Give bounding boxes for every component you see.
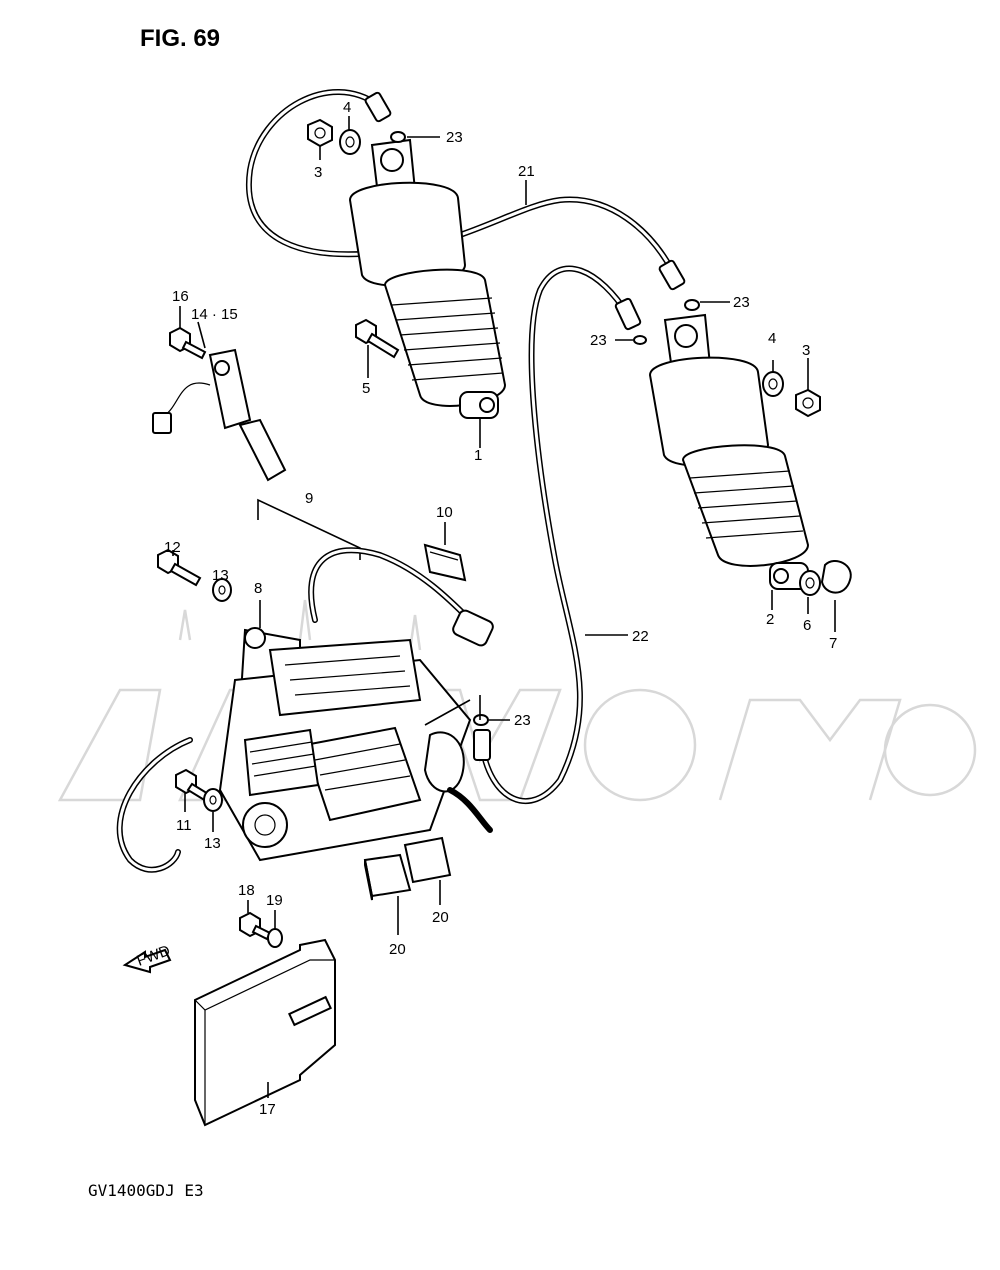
callout-12: 12	[164, 539, 181, 556]
air-compressor-assembly	[116, 498, 494, 873]
callout-14-15: 14 · 15	[191, 306, 238, 323]
watermark-logo	[57, 599, 977, 802]
callout-22: 22	[632, 628, 649, 645]
callout-4-right: 4	[768, 330, 776, 347]
callout-20-left: 20	[389, 941, 406, 958]
callout-6: 6	[803, 617, 811, 634]
callout-16: 16	[172, 288, 189, 305]
callout-3-left: 3	[314, 164, 322, 181]
figure-title: FIG. 69	[140, 25, 220, 52]
callout-20-right: 20	[432, 909, 449, 926]
callout-4-left: 4	[343, 99, 351, 116]
callout-23-right-lower: 23	[590, 332, 607, 349]
callout-1: 1	[474, 447, 482, 464]
control-unit-17	[194, 938, 336, 1127]
callout-23-top: 23	[446, 129, 463, 146]
callout-7: 7	[829, 635, 837, 652]
height-sensor	[152, 326, 287, 482]
callout-23-right-upper: 23	[733, 294, 750, 311]
callout-9: 9	[305, 490, 313, 507]
model-code: GV1400GDJ E3	[88, 1181, 204, 1200]
callout-8: 8	[254, 580, 262, 597]
callout-labels: 1 2 3 3 4 4 5 6 7 8 9 10 11 12 13 13 14 …	[164, 99, 837, 1118]
hardware-small-parts	[157, 118, 852, 948]
air-hose-22	[473, 265, 642, 804]
leader-lines	[172, 116, 836, 1098]
callout-19: 19	[266, 892, 283, 909]
forward-arrow-icon: FWD	[122, 942, 173, 974]
callout-18: 18	[238, 882, 255, 899]
callout-11: 11	[176, 817, 192, 834]
callout-2: 2	[766, 611, 774, 628]
callout-10: 10	[436, 504, 453, 521]
rear-shock-absorber-right	[648, 313, 810, 590]
callout-13-lower: 13	[204, 835, 221, 852]
callout-3-right: 3	[802, 342, 810, 359]
callout-23-lower: 23	[514, 712, 531, 729]
callout-21: 21	[518, 163, 535, 180]
callout-13-upper: 13	[212, 567, 229, 584]
rear-shock-absorber-left	[348, 138, 507, 419]
callout-17: 17	[259, 1101, 276, 1118]
callout-5: 5	[362, 380, 370, 397]
relay-clip-10	[423, 543, 467, 582]
relays-20	[363, 836, 452, 901]
